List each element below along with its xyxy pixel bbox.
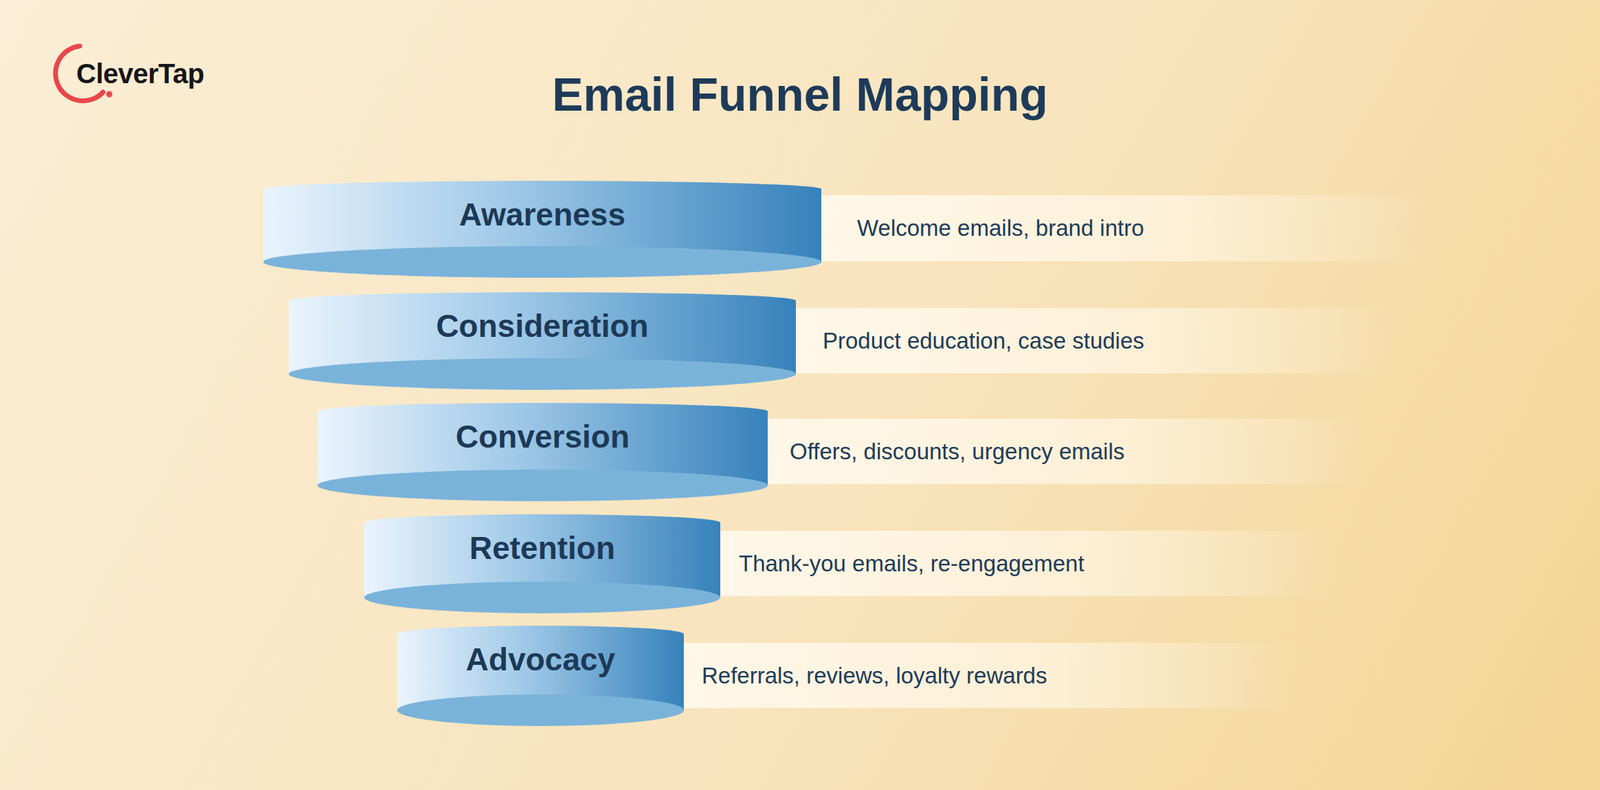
funnel-band: Retention (364, 514, 721, 614)
band-base (263, 246, 822, 278)
band-base (364, 581, 721, 614)
stage-description: Referrals, reviews, loyalty rewards (701, 661, 1047, 690)
stage-description: Welcome emails, brand intro (857, 214, 1145, 242)
stage-name: Awareness (263, 195, 822, 234)
diagram-title: Email Funnel Mapping (0, 65, 1600, 123)
stage-name: Advocacy (397, 639, 684, 679)
stage-name: Consideration (288, 306, 796, 346)
band-base (397, 694, 684, 726)
band-base (288, 358, 796, 390)
stage-name: Retention (364, 528, 721, 568)
description-band: Welcome emails, brand intro (821, 195, 1429, 262)
stage-name: Conversion (317, 417, 768, 456)
funnel-band: Awareness (263, 180, 822, 278)
funnel-band: Conversion (317, 402, 768, 502)
funnel-band: Consideration (288, 292, 796, 390)
stage-description: Thank-you emails, re-engagement (738, 549, 1085, 578)
description-band: Referrals, reviews, loyalty rewards (683, 642, 1303, 708)
stage-description: Offers, discounts, urgency emails (789, 437, 1125, 466)
logo-dot (106, 91, 113, 98)
stage-description: Product education, case studies (822, 327, 1145, 355)
description-band: Thank-you emails, re-engagement (720, 530, 1339, 596)
funnel-band: Advocacy (397, 625, 684, 726)
band-base (317, 469, 768, 502)
logo-text: CleverTap (76, 56, 205, 91)
description-band: Offers, discounts, urgency emails (767, 418, 1373, 484)
description-band: Product education, case studies (795, 307, 1398, 374)
